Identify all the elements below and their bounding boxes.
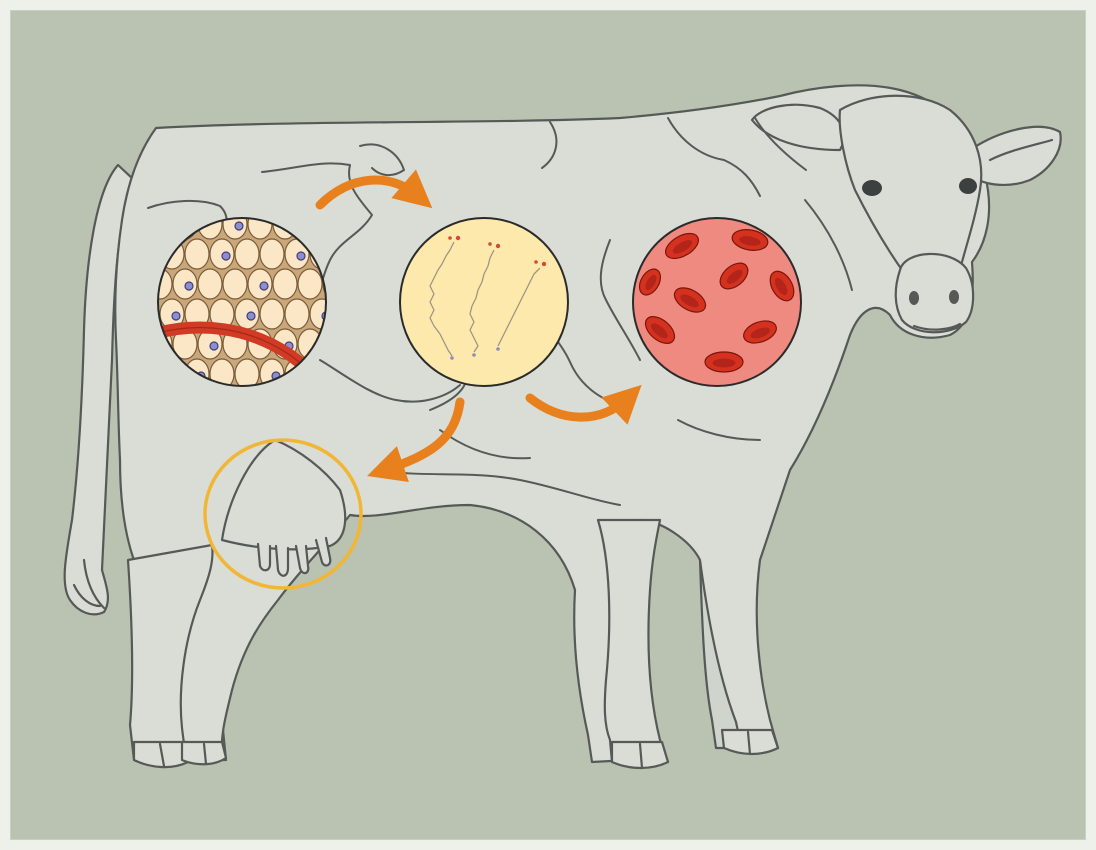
cow-ear-right: [970, 127, 1061, 185]
adipocyte: [260, 299, 284, 329]
cell-nucleus: [260, 282, 268, 290]
cow-eye-left: [862, 180, 882, 196]
red-blood-cell: [705, 352, 743, 372]
adipocyte: [235, 239, 259, 269]
adipocyte: [185, 239, 209, 269]
cell-nucleus: [210, 342, 218, 350]
cow-muzzle: [896, 254, 973, 332]
adipocyte: [260, 239, 284, 269]
cow-eye-right: [959, 178, 977, 194]
adipocyte: [298, 269, 322, 299]
red-blood-cells-icon: [633, 218, 801, 386]
adipocyte: [198, 269, 222, 299]
fatty-acid-chains-icon: [400, 218, 568, 386]
adipocyte: [285, 299, 309, 329]
cell-nucleus: [235, 222, 243, 230]
cell-nucleus: [222, 252, 230, 260]
cell-nucleus: [297, 252, 305, 260]
cell-nucleus: [172, 312, 180, 320]
adipocyte: [223, 269, 247, 299]
cell-nucleus: [185, 282, 193, 290]
adipocyte: [273, 269, 297, 299]
cow-icon: [65, 85, 1061, 768]
cell-nucleus: [247, 312, 255, 320]
cow-front-leg-near: [598, 520, 668, 762]
